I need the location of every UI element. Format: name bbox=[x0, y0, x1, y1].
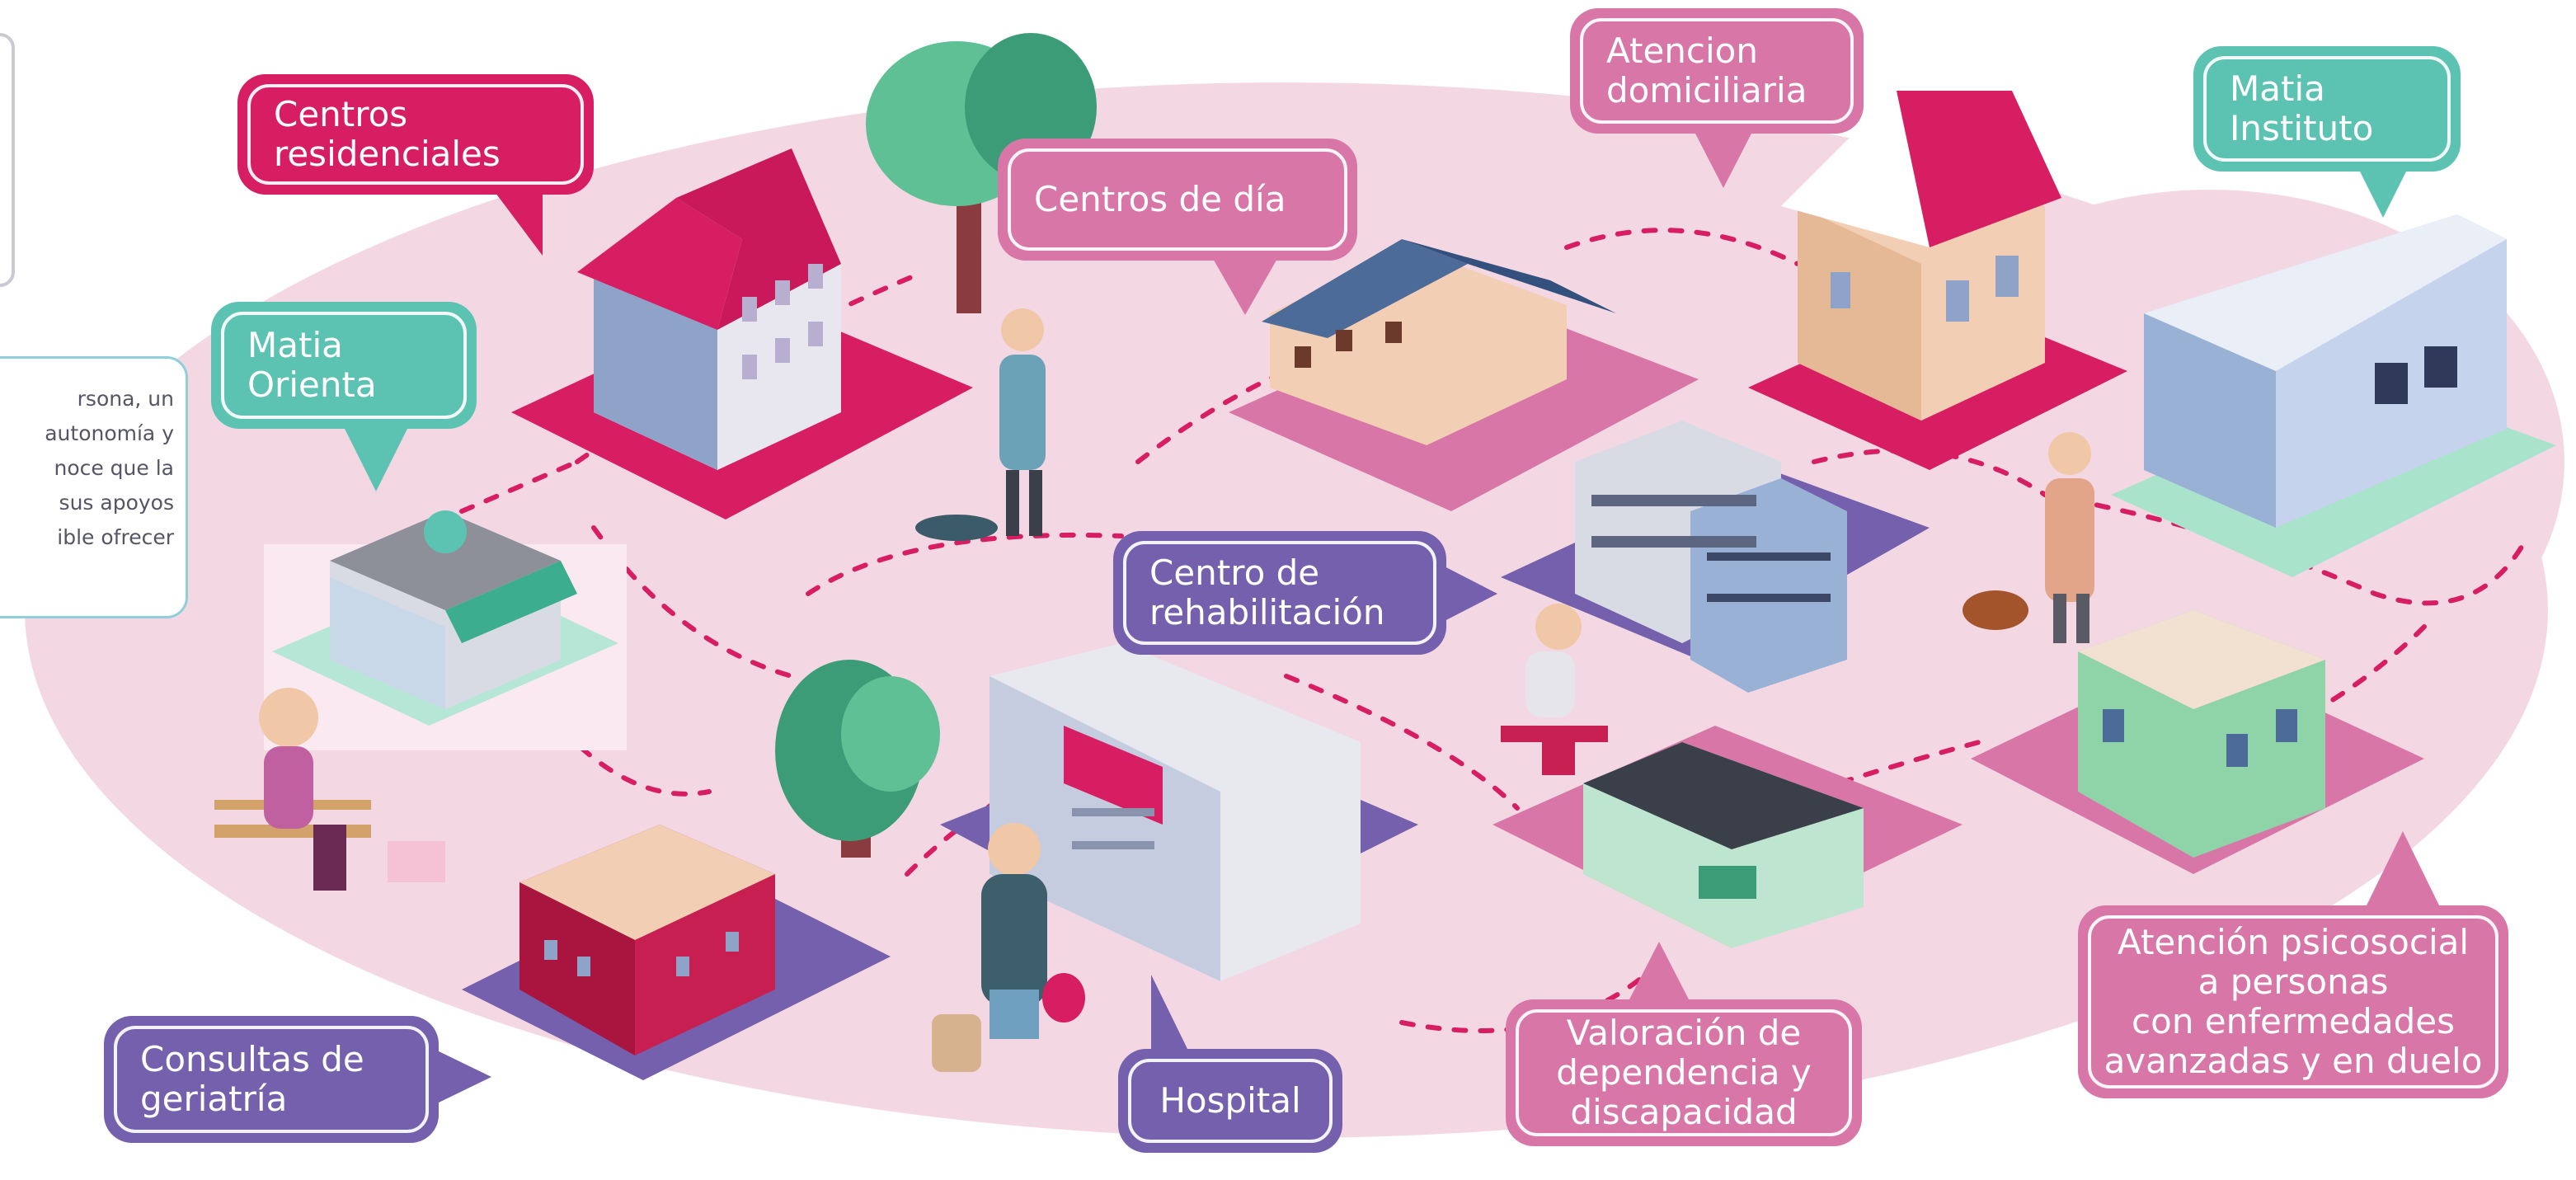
home-care-house-icon bbox=[1748, 91, 2127, 470]
label-consultas-geriatria[interactable]: Consultas de geriatría bbox=[104, 1016, 491, 1143]
label-line: dependencia y bbox=[1556, 1052, 1812, 1093]
label-atencion-psicosocial[interactable]: Atención psicosocial a personas con enfe… bbox=[2078, 831, 2508, 1098]
side-note-line: sus apoyos bbox=[59, 491, 174, 515]
label-line: Atencion bbox=[1606, 31, 1758, 71]
label-line: Centros bbox=[274, 94, 408, 134]
label-line: geriatría bbox=[140, 1079, 288, 1119]
cropped-panel bbox=[0, 33, 15, 287]
woman-shopping-icon bbox=[932, 823, 1085, 1072]
rehabilitation-center-building-icon bbox=[1501, 421, 1930, 693]
psychosocial-care-house-icon bbox=[1971, 610, 2424, 874]
label-line: discapacidad bbox=[1570, 1092, 1798, 1132]
label-centros-residenciales[interactable]: Centros residenciales bbox=[237, 74, 594, 256]
matia-orienta-kiosk-icon bbox=[264, 510, 627, 750]
label-line: Centro de bbox=[1149, 552, 1320, 593]
label-line: con enfermedades bbox=[2132, 1001, 2455, 1041]
label-line: Atención psicosocial bbox=[2117, 922, 2470, 962]
label-matia-instituto[interactable]: Matia Instituto bbox=[2193, 46, 2461, 218]
label-centro-rehabilitacion[interactable]: Centro de rehabilitación bbox=[1113, 531, 1497, 655]
side-note-box: rsona, un autonomía y noce que la sus ap… bbox=[0, 356, 188, 618]
label-line: Orienta bbox=[247, 364, 377, 405]
label-line: Matia bbox=[2230, 68, 2325, 109]
matia-instituto-building-icon bbox=[2111, 214, 2556, 577]
side-note-line: rsona, un bbox=[77, 387, 174, 411]
label-line: Hospital bbox=[1159, 1080, 1301, 1121]
residential-center-building-icon bbox=[511, 148, 973, 519]
man-with-guide-dog-icon bbox=[1963, 432, 2094, 643]
label-line: residenciales bbox=[274, 134, 501, 174]
side-note-line: noce que la bbox=[54, 456, 174, 480]
label-line: Valoración de bbox=[1566, 1013, 1802, 1053]
side-note-line: autonomía y bbox=[45, 421, 174, 445]
geriatrics-clinic-building-icon bbox=[462, 825, 891, 1080]
person-on-exercise-bike-icon bbox=[1501, 604, 1608, 775]
person-on-bench-icon bbox=[214, 688, 445, 891]
label-line: a personas bbox=[2198, 961, 2389, 1002]
side-note-line: ible ofrecer bbox=[57, 525, 174, 549]
label-atencion-domiciliaria[interactable]: Atencion domiciliaria bbox=[1570, 8, 1864, 188]
label-hospital[interactable]: Hospital bbox=[1118, 975, 1342, 1153]
label-centros-de-dia[interactable]: Centros de día bbox=[998, 139, 1357, 315]
label-line: Centros de día bbox=[1034, 179, 1286, 219]
label-line: rehabilitación bbox=[1149, 592, 1385, 632]
label-line: Instituto bbox=[2230, 108, 2374, 148]
label-line: Matia bbox=[247, 325, 343, 365]
label-line: domiciliaria bbox=[1606, 70, 1807, 110]
hospital-building-icon bbox=[940, 643, 1418, 981]
label-valoracion-dependencia[interactable]: Valoración de dependencia y discapacidad bbox=[1506, 942, 1862, 1146]
assessment-center-building-icon bbox=[1492, 726, 1963, 948]
tree-icon bbox=[775, 660, 940, 858]
day-center-building-icon bbox=[1229, 239, 1699, 511]
label-matia-orienta[interactable]: Matia Orienta bbox=[211, 302, 477, 491]
gardener-person-icon bbox=[915, 308, 1046, 541]
label-line: Consultas de bbox=[140, 1039, 364, 1079]
label-line: avanzadas y en duelo bbox=[2104, 1041, 2483, 1081]
